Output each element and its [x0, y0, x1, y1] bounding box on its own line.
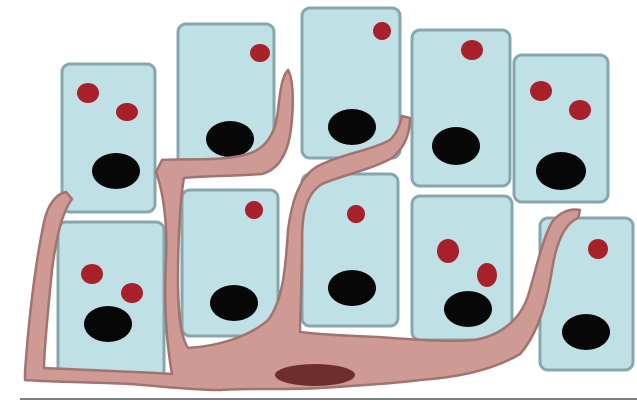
cytoplasmic-granule — [477, 263, 497, 287]
cytoplasmic-granule — [77, 83, 99, 103]
epithelial-cell-upper-4 — [410, 28, 512, 188]
epithelial-cell-lower-2 — [180, 188, 280, 338]
epithelial-cell-upper-3 — [300, 6, 402, 160]
branched-cell-nucleus — [275, 364, 355, 386]
epithelial-cell-upper-2 — [176, 22, 276, 168]
cytoplasmic-granule — [347, 205, 365, 223]
epithelial-cell-upper-1 — [60, 62, 157, 214]
cytoplasmic-granule — [437, 239, 459, 263]
cytoplasmic-granule — [81, 264, 103, 284]
cell-nucleus — [328, 109, 376, 145]
cell-membrane — [56, 220, 166, 380]
cytoplasmic-granule — [530, 81, 552, 101]
cell-nucleus — [84, 306, 132, 342]
cell-membrane — [60, 62, 157, 214]
cytoplasmic-granule — [588, 239, 608, 259]
cell-nucleus — [444, 291, 492, 327]
cytoplasmic-granule — [116, 103, 138, 121]
branched-cell-body-and-processes — [23, 68, 582, 392]
epithelial-cell-lower-1 — [56, 220, 166, 380]
cell-nucleus — [206, 121, 254, 157]
cytoplasmic-granule — [569, 100, 591, 120]
cell-nucleus — [210, 285, 258, 321]
cytoplasmic-granule — [121, 283, 143, 303]
epithelial-cell-upper-5 — [512, 53, 610, 204]
branched-cell — [23, 68, 582, 392]
epithelial-cell-lower-3 — [300, 172, 400, 328]
cytoplasmic-granule — [461, 40, 483, 60]
cell-nucleus — [328, 270, 376, 306]
epithelial-cells-layer — [56, 6, 635, 380]
cell-nucleus — [536, 152, 586, 190]
cell-nucleus — [432, 127, 480, 165]
epithelial-cell-lower-4 — [410, 194, 514, 342]
epithelial-cell-lower-5 — [538, 216, 635, 372]
cell-nucleus — [92, 153, 140, 189]
cytoplasmic-granule — [245, 201, 263, 219]
cytoplasmic-granule — [373, 22, 391, 40]
cell-nucleus — [562, 314, 610, 350]
cytoplasmic-granule — [250, 44, 270, 62]
